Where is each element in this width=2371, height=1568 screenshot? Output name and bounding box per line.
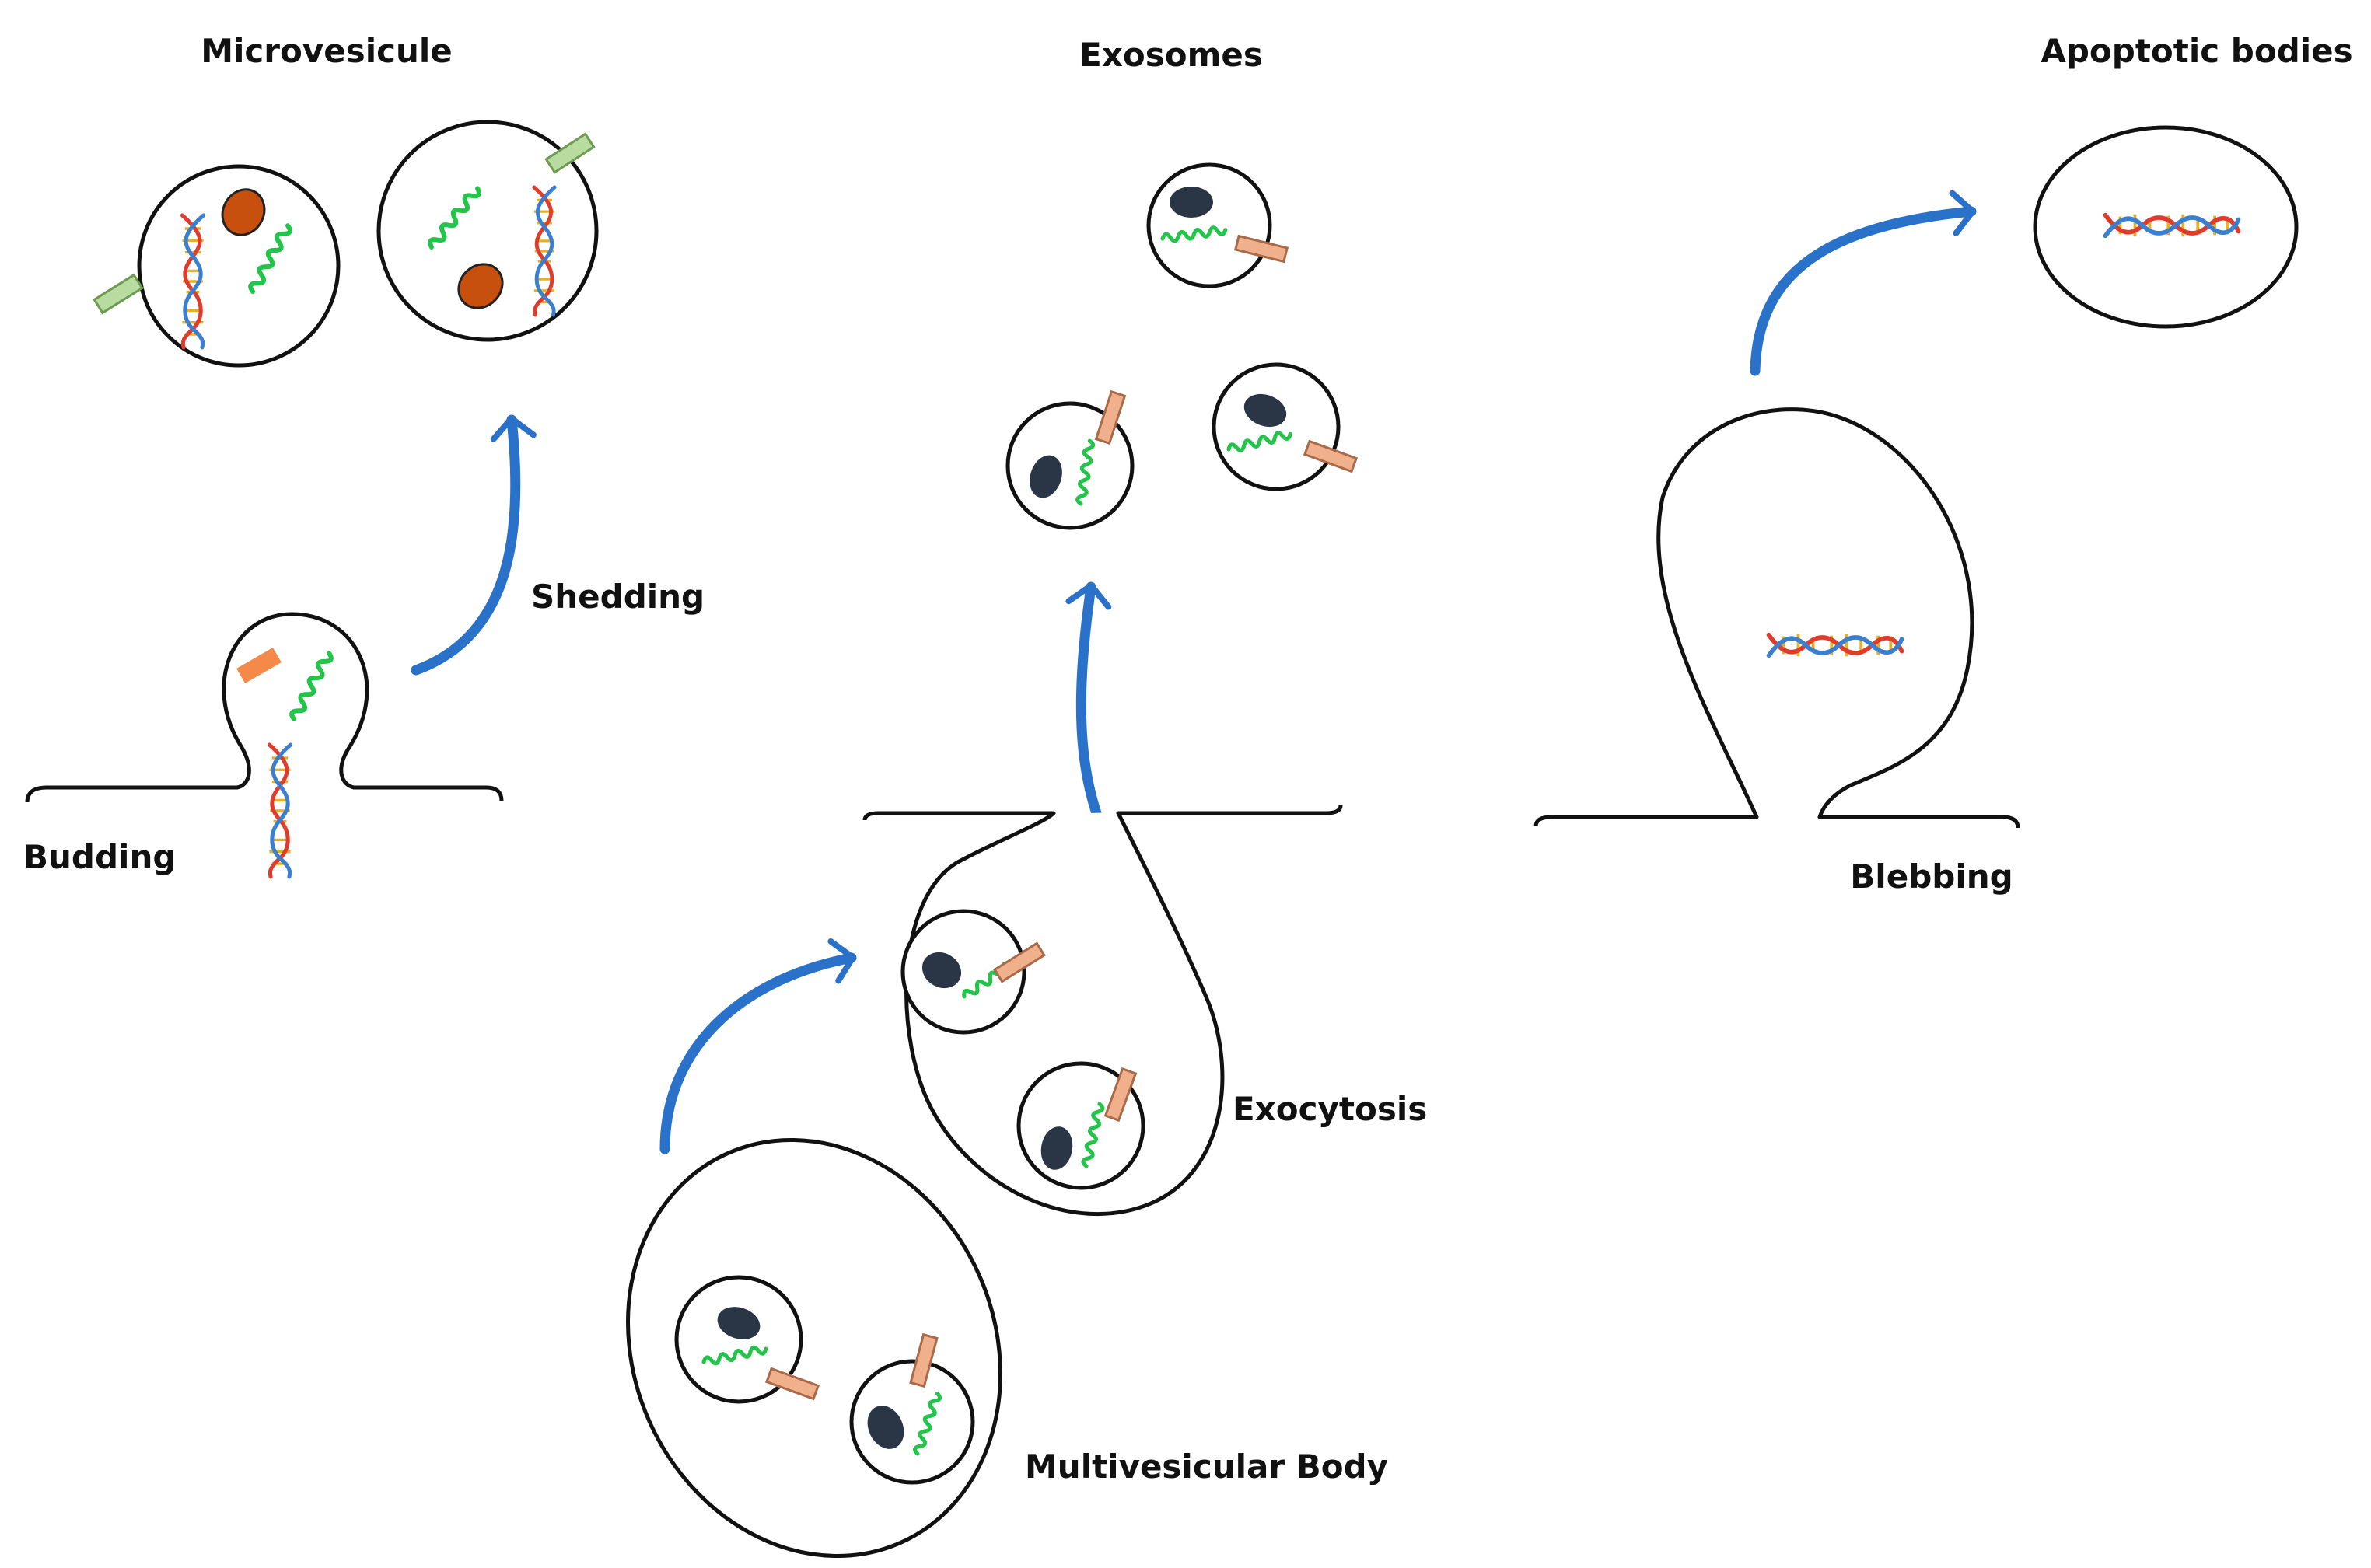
- exosome-top: [1146, 162, 1289, 288]
- nucleus-orange: [457, 263, 504, 309]
- title-apoptotic-bodies: Apoptotic bodies: [2041, 32, 2352, 70]
- label-exocytosis: Exocytosis: [1233, 1090, 1427, 1128]
- protein-orange: [236, 647, 282, 684]
- nucleus-orange: [221, 188, 266, 236]
- exosome-right: [1212, 362, 1358, 491]
- exosome-in-fusing-mvb-1: [900, 909, 1046, 1035]
- label-budding: Budding: [23, 838, 176, 876]
- label-shedding: Shedding: [531, 578, 705, 616]
- exocytosis-arrow: [1065, 581, 1117, 855]
- mvb-transport-arrow: [659, 938, 857, 1154]
- shedding-arrow: [411, 414, 537, 676]
- label-blebbing: Blebbing: [1850, 857, 2013, 896]
- microvesicle-1: [93, 164, 341, 368]
- exosome-in-fusing-mvb-2: [1016, 1061, 1145, 1190]
- title-exosomes: Exosomes: [1079, 36, 1263, 74]
- microvesicle-2: [376, 120, 599, 342]
- blebbing-membrane: [1533, 407, 2020, 829]
- apoptotic-release-arrow: [1750, 190, 1977, 376]
- exosome-left: [1005, 390, 1135, 530]
- mvb-exosome-1: [674, 1275, 820, 1404]
- apoptotic-body: [2033, 125, 2299, 329]
- multivesicular-body: [626, 1137, 1002, 1559]
- exocytosis-membrane: [862, 805, 1343, 1216]
- mvb-exosome-2: [849, 1333, 975, 1485]
- label-multivesicular-body: Multivesicular Body: [1025, 1448, 1388, 1486]
- budding-membrane: [25, 612, 504, 803]
- title-microvesicle: Microvesicule: [201, 32, 453, 70]
